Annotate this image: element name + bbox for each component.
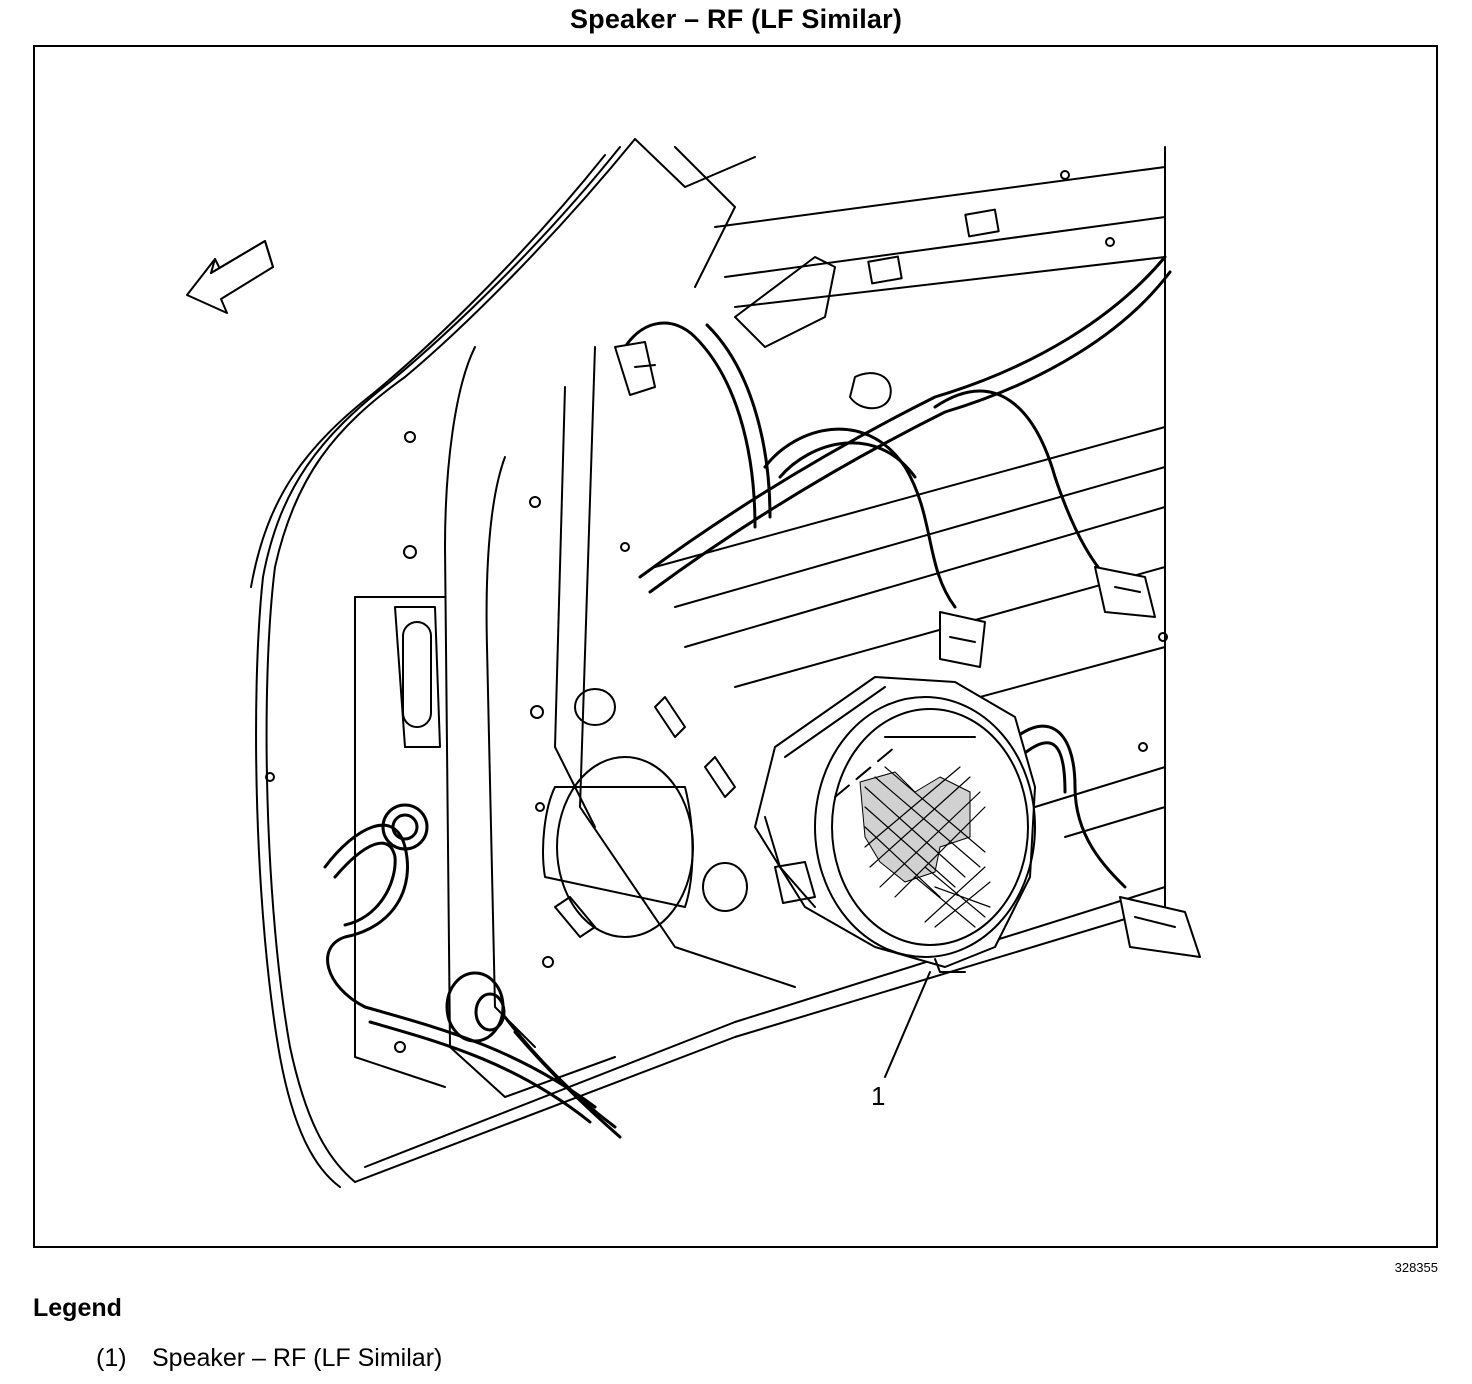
wiring-harness [323,255,1172,1139]
door-inner-panel [354,146,1166,1098]
figure-id: 328355 [1394,1260,1438,1275]
legend-item-number: (1) [96,1344,127,1372]
page-title: Speaker – RF (LF Similar) [569,4,903,34]
callout-label: 1 [871,1081,885,1111]
speaker-assembly [754,676,1036,973]
door-speaker-diagram: 1 [186,138,1201,1188]
arrow-forward-icon [186,240,274,314]
diagram-frame: 1 [33,45,1438,1248]
panel-holes [265,170,1168,1053]
callout-1: 1 [871,971,931,1111]
harness-connectors [614,341,1201,958]
door-outer-frame [250,138,1166,1188]
legend-heading: Legend [33,1294,122,1322]
legend-item: (1) Speaker – RF (LF Similar) [96,1344,442,1373]
legend-item-label: Speaker – RF (LF Similar) [152,1344,443,1372]
